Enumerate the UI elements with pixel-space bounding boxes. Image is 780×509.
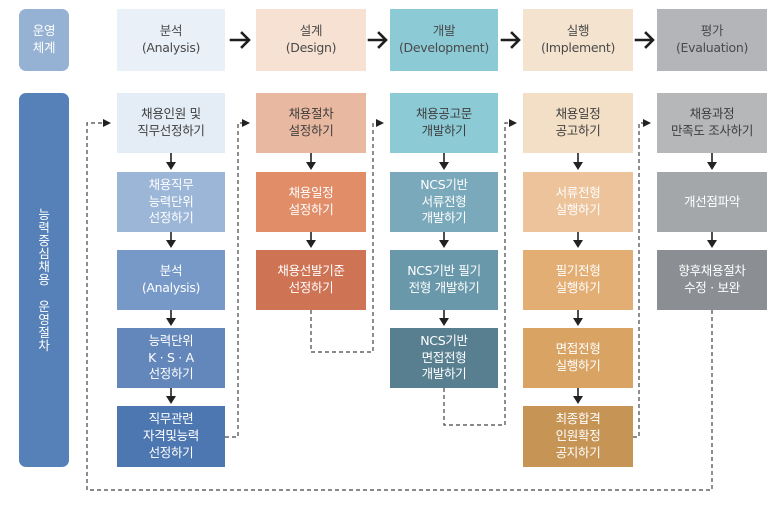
step-confirm-final-hires: 최종합격 인원확정 공지하기 bbox=[523, 406, 633, 467]
step-develop-job-posting: 채용공고문 개발하기 bbox=[390, 93, 498, 153]
step-set-hiring-process: 채용절차 설정하기 bbox=[256, 93, 366, 153]
step-revise-future-process: 향후채용절차 수정 · 보완 bbox=[657, 250, 767, 310]
step-announce-schedule: 채용일정 공고하기 bbox=[523, 93, 633, 153]
phase-analysis: 분석 (Analysis) bbox=[117, 9, 225, 71]
connector-design-to-development bbox=[310, 119, 384, 353]
connector-implement-to-evaluation bbox=[633, 119, 651, 438]
phase-design: 설계 (Design) bbox=[256, 9, 366, 71]
phase-implement: 실행 (Implement) bbox=[523, 9, 633, 71]
step-develop-document-screening: NCS기반 서류전형 개발하기 bbox=[390, 172, 498, 232]
operation-system-label: 운영 체계 bbox=[19, 9, 69, 71]
step-analysis: 분석 (Analysis) bbox=[117, 250, 225, 310]
connector-development-to-implement bbox=[443, 119, 517, 426]
step-select-selection-criteria: 채용선발기준 선정하기 bbox=[256, 250, 366, 310]
phase-arrow-1 bbox=[229, 31, 251, 49]
connector-feedback-loop bbox=[86, 119, 713, 491]
phase-arrow-3 bbox=[500, 31, 521, 49]
phase-arrow-4 bbox=[634, 31, 655, 49]
step-select-ksa: 능력단위 K · S · A 선정하기 bbox=[117, 328, 225, 388]
phase-development: 개발 (Development) bbox=[390, 9, 498, 71]
step-set-hiring-schedule: 채용일정 설정하기 bbox=[256, 172, 366, 232]
step-select-job-competency-units: 채용직무 능력단위 선정하기 bbox=[117, 172, 225, 232]
step-develop-written-test: NCS기반 필기 전형 개발하기 bbox=[390, 250, 498, 310]
connector-analysis-to-design bbox=[225, 119, 250, 438]
phase-arrow-2 bbox=[367, 31, 388, 49]
step-survey-satisfaction: 채용과정 만족도 조사하기 bbox=[657, 93, 767, 153]
step-select-qualifications: 직무관련 자격및능력 선정하기 bbox=[117, 406, 225, 467]
step-select-headcount-job: 채용인원 및 직무선정하기 bbox=[117, 93, 225, 153]
procedure-label: 능 력 중 심 채 용 운 영 절 차 bbox=[19, 93, 69, 467]
step-run-document-screening: 서류전형 실행하기 bbox=[523, 172, 633, 232]
step-run-written-test: 필기전형 실행하기 bbox=[523, 250, 633, 310]
step-identify-improvements: 개선점파악 bbox=[657, 172, 767, 232]
phase-evaluation: 평가 (Evaluation) bbox=[657, 9, 767, 71]
step-develop-interview: NCS기반 면접전형 개발하기 bbox=[390, 328, 498, 388]
step-run-interview: 면접전형 실행하기 bbox=[523, 328, 633, 388]
